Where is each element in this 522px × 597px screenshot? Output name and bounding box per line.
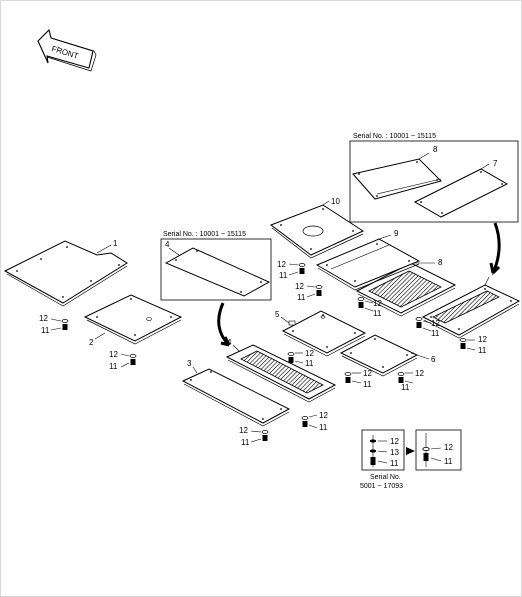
part-label-9: 9 — [394, 229, 399, 238]
part-label-5: 5 — [275, 310, 280, 319]
serial-box-bottom: 12 13 11 12 11 Serial No. 5001 ~ 17093 — [360, 429, 462, 490]
part-label-7-alt: 7 — [493, 159, 498, 168]
panel-8: 8 — [355, 258, 457, 317]
serial-box-right: Serial No. : 10001 ~ 15115 8 7 — [349, 133, 519, 223]
part-label-7: 7 — [491, 268, 496, 277]
fastener-group-b: 12 11 — [109, 350, 137, 371]
fastener-group-l: 12 11 — [295, 282, 323, 302]
label-11-e: 11 — [305, 359, 314, 368]
panel-2: 2 — [83, 294, 183, 347]
panel-6: 6 — [339, 334, 436, 377]
part-label-6: 6 — [431, 355, 436, 364]
curved-arrow-left — [217, 302, 231, 347]
panel-7-alt — [413, 168, 509, 218]
panel-7: 7 — [421, 268, 521, 339]
label-12-h: 12 — [373, 299, 382, 308]
part-label-8-alt: 8 — [433, 145, 438, 154]
serial-label-left: Serial No. : 10001 ~ 15115 — [163, 231, 246, 238]
part-label-8: 8 — [438, 258, 443, 267]
part-label-4: 4 — [227, 338, 232, 347]
label-12-i: 12 — [431, 319, 440, 328]
fastener-group-e: 12 11 — [287, 349, 314, 368]
panel-1: 1 — [3, 239, 128, 307]
label-11-b: 11 — [109, 362, 118, 371]
serial-label-bottom-2: 5001 ~ 17093 — [360, 483, 403, 490]
fastener-group-i: 12 11 — [415, 317, 440, 338]
panel-4: 4 — [225, 338, 337, 403]
label-12-box: 12 — [390, 437, 399, 446]
label-11-h: 11 — [373, 309, 382, 318]
fastener-group-g: 12 11 — [397, 369, 424, 392]
label-11-k: 11 — [279, 271, 288, 280]
part-label-4-alt: 4 — [165, 240, 170, 249]
label-11-box2: 11 — [444, 457, 453, 466]
label-11-i: 11 — [431, 329, 440, 338]
label-11-l: 11 — [297, 293, 306, 302]
label-11-a: 11 — [41, 326, 50, 335]
fastener-group-j: 12 11 — [459, 335, 487, 355]
fastener-group-d: 12 11 — [301, 411, 328, 432]
serial-box-left: Serial No. : 10001 ~ 15115 4 — [160, 231, 272, 301]
part-label-10: 10 — [331, 197, 340, 206]
label-12-f: 12 — [363, 369, 372, 378]
panel-5: 5 — [275, 310, 367, 357]
fastener-group-a: 12 11 — [39, 314, 69, 335]
panel-9: 9 — [315, 229, 421, 291]
label-12-a: 12 — [39, 314, 48, 323]
part-label-3: 3 — [187, 359, 192, 368]
fastener-group-c: 12 11 — [239, 426, 269, 447]
label-12-j: 12 — [478, 335, 487, 344]
panel-8-alt — [352, 158, 442, 200]
label-12-e: 12 — [305, 349, 314, 358]
serial-label-right: Serial No. : 10001 ~ 15115 — [353, 133, 436, 140]
panel-10: 10 — [269, 197, 365, 259]
label-12-k: 12 — [277, 260, 286, 269]
fastener-group-k: 12 11 — [277, 260, 306, 280]
curved-arrow-right — [489, 222, 501, 275]
label-12-l: 12 — [295, 282, 304, 291]
label-12-b: 12 — [109, 350, 118, 359]
label-12-g: 12 — [415, 369, 424, 378]
serial-label-bottom-1: Serial No. — [370, 474, 401, 481]
fastener-group-f: 12 11 — [344, 369, 372, 389]
fastener-group-h: 12 11 — [357, 297, 382, 318]
part-label-1: 1 — [113, 239, 118, 248]
label-13-box: 13 — [390, 448, 399, 457]
label-11-j: 11 — [478, 346, 487, 355]
label-11-f: 11 — [363, 380, 372, 389]
panel-3: 3 — [181, 359, 291, 427]
part-label-2: 2 — [89, 338, 94, 347]
label-12-d: 12 — [319, 411, 328, 420]
label-11-d: 11 — [319, 423, 328, 432]
label-12-box2: 12 — [444, 443, 453, 452]
label-11-g: 11 — [401, 383, 410, 392]
label-11-c: 11 — [241, 438, 250, 447]
box-arrow — [406, 447, 415, 455]
label-11-box: 11 — [390, 459, 399, 468]
label-12-c: 12 — [239, 426, 248, 435]
front-direction-arrow: FRONT — [37, 28, 97, 72]
panel-4-alt — [164, 247, 271, 297]
